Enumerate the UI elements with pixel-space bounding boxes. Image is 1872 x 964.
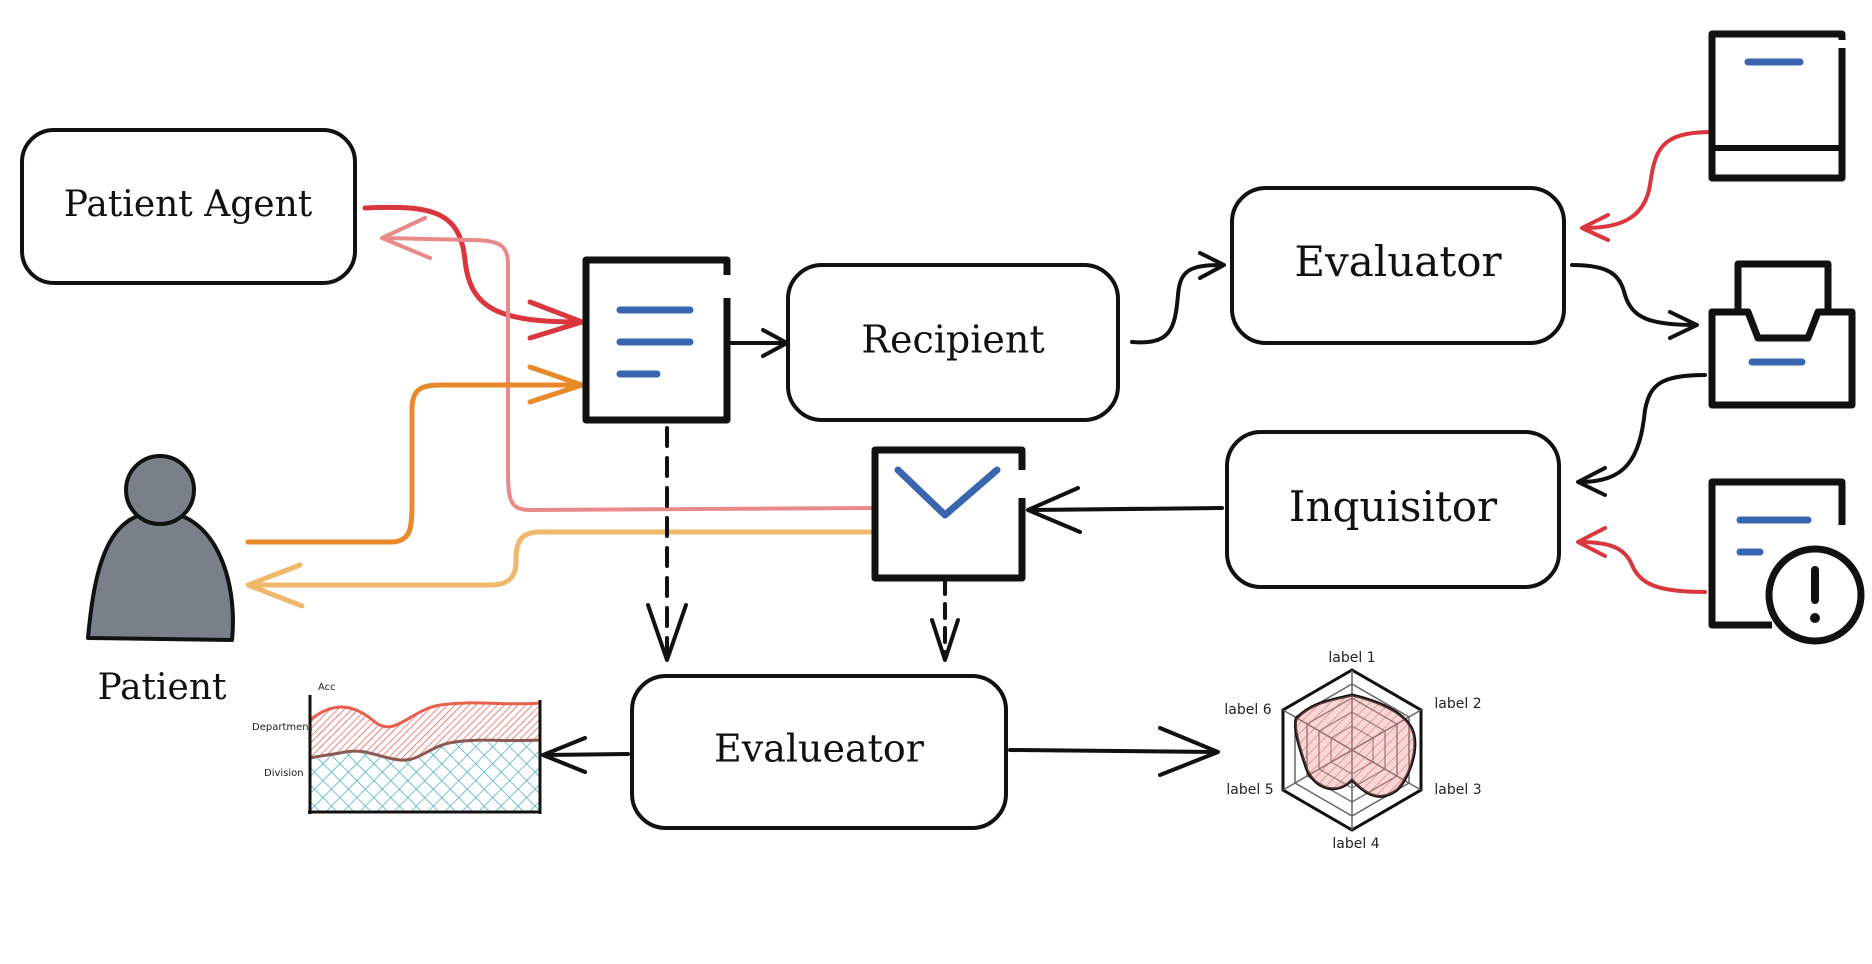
patient-label: Patient [97,667,227,708]
arrowhead-orange-document [527,364,585,405]
arrowhead-light-orange-patient [245,562,305,609]
radar-label-1: label 1 [1328,650,1375,666]
arrow-message-to-patient [247,529,878,588]
inquisitor-node[interactable]: Inquisitor [1225,430,1561,589]
arrowhead-inbox [1668,310,1699,340]
recipient-label: Recipient [861,318,1044,362]
radar-chart: label 1 label 2 label 3 label 4 label 5 … [1224,650,1481,852]
radar-data-area [1293,693,1417,798]
arrow-inbox-to-inquisitor [1578,373,1707,484]
arrow-patient-agent-to-document [362,204,583,325]
radar-label-3: label 3 [1434,782,1481,798]
inquisitor-label: Inquisitor [1289,482,1498,531]
arrowhead-dashed-document [646,603,688,662]
evalueator-label: Evalueator [714,727,925,771]
person-icon [86,510,235,642]
area-chart-series-division: Division [264,768,304,779]
arrowhead-red-inquisitor [1576,526,1607,558]
arrow-evalueator-to-radar-chart [1008,748,1217,754]
arrowhead-message [1026,486,1082,534]
message-box-icon[interactable] [871,446,1026,582]
patient-agent-label: Patient Agent [64,184,313,225]
arrowhead-red-document [527,299,585,341]
area-chart-title: Acc [318,682,336,693]
book-icon[interactable] [1708,30,1846,182]
alert-document-icon[interactable] [1708,478,1865,645]
arrowhead-inquisitor [1576,466,1607,497]
inbox-tray-icon[interactable] [1708,260,1856,409]
document-icon[interactable] [582,256,731,424]
arrowhead-radar-chart [1158,726,1220,777]
evaluator-node[interactable]: Evaluator [1230,186,1566,345]
arrowhead-area-chart [541,736,587,774]
arrow-evalueator-to-area-chart [543,752,630,757]
arrow-patient-to-document [245,382,583,545]
evaluator-label: Evaluator [1294,237,1502,286]
patient-figure[interactable]: Patient [86,454,235,708]
arrowhead-red-evaluator [1580,213,1610,242]
area-chart: Acc Department Division [252,682,542,814]
arrow-recipient-to-evaluator [1130,263,1224,345]
radar-label-4: label 4 [1332,836,1379,852]
arrow-message-to-patient-agent [383,236,877,512]
connectors [245,130,1714,777]
arrow-book-to-evaluator [1583,130,1714,230]
arrow-inquisitor-to-message [1028,506,1224,512]
arrowhead-pink-patient-agent [380,216,432,260]
evalueator-node[interactable]: Evalueator [630,674,1008,830]
area-chart-series-department: Department [252,722,313,733]
arrow-evaluator-to-inbox [1570,263,1697,327]
radar-label-5: label 5 [1226,782,1273,798]
arrowhead-evaluator [1198,251,1226,280]
recipient-node[interactable]: Recipient [786,263,1120,422]
radar-label-6: label 6 [1224,702,1271,718]
patient-agent-node[interactable]: Patient Agent [20,128,357,285]
arrowhead-dashed-message [930,618,960,662]
radar-label-2: label 2 [1434,696,1481,712]
arrow-alert-to-inquisitor [1578,540,1707,594]
